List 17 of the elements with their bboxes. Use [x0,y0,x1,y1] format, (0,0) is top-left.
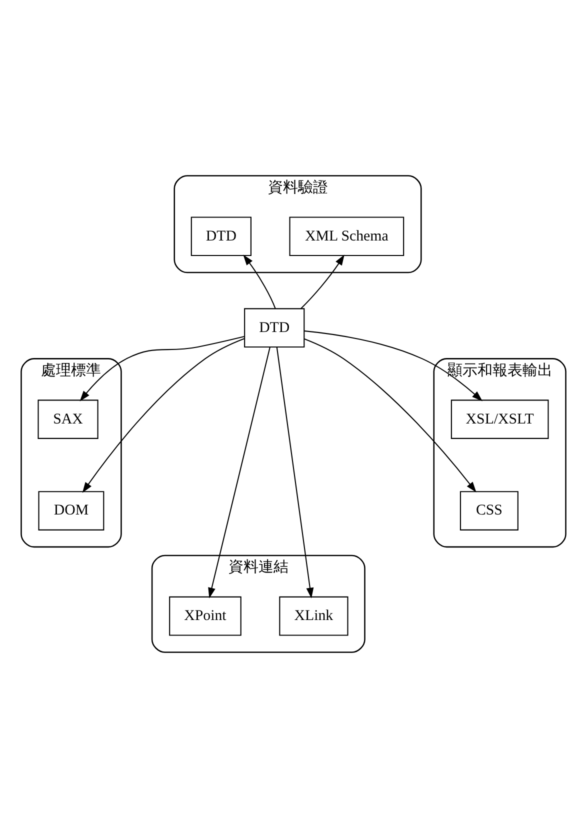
arrow [304,330,483,401]
node-box: DTD [244,308,305,348]
node-box: XPoint [169,596,242,636]
node-box: XSL/XSLT [450,399,549,438]
arrow [300,254,344,308]
arrow [243,254,276,308]
arrow [80,336,244,401]
arrow [276,346,314,598]
node-box: DOM [38,490,104,530]
arrow [304,338,476,492]
node-box: XLink [279,596,348,636]
node-box: XML Schema [289,216,404,256]
arrow [82,338,244,492]
node-box: CSS [460,490,518,530]
node-box: SAX [38,399,98,438]
node-box: DTD [190,216,252,256]
arrow [208,346,270,598]
